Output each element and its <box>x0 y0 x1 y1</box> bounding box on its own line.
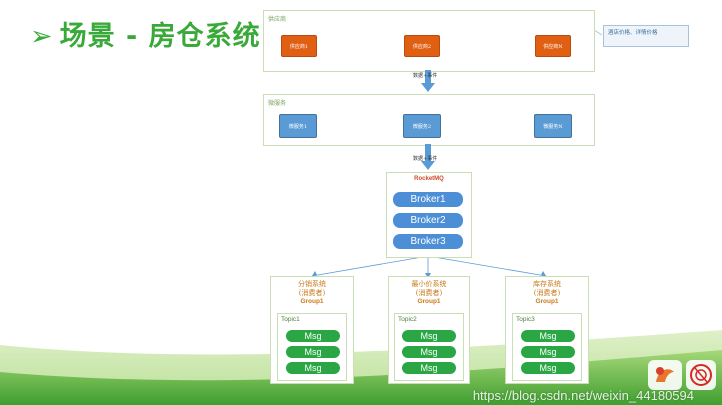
microservice-chip-n: 微服务N <box>534 114 572 138</box>
consumer-group: Group1 <box>535 298 559 305</box>
consumer-role: (消费者) <box>298 289 326 297</box>
broker-1: Broker1 <box>393 192 463 207</box>
consumer-inventory: 库存系统 (消费者) Group1 Topic3 Msg Msg Msg <box>505 276 589 384</box>
supplier-panel: 供应商 供应商1 供应商2 供应商N <box>263 10 595 72</box>
supplier-chip-n: 供应商N <box>535 35 571 57</box>
topic-box: Topic1 Msg Msg Msg <box>277 313 347 381</box>
microservice-chip-1: 微服务1 <box>279 114 317 138</box>
down-arrow-icon-2 <box>421 144 435 170</box>
consumer-name: 分销系统 <box>298 280 326 288</box>
msg-item: Msg <box>521 346 575 358</box>
flow-label-2: 数据+事件 <box>413 156 438 162</box>
down-arrow-icon <box>421 70 435 92</box>
rocketmq-title: RocketMQ <box>414 176 444 182</box>
topic-label: Topic3 <box>516 316 535 323</box>
supplier-panel-label: 供应商 <box>268 16 287 23</box>
msg-item: Msg <box>402 330 456 342</box>
triangle-marker-icon: ➢ <box>30 21 54 52</box>
flow-label-1: 数据+事件 <box>413 73 438 79</box>
supplier-chip-2: 供应商2 <box>404 35 440 57</box>
consumer-role: (消费者) <box>415 289 443 297</box>
rocketmq-panel: RocketMQ Broker1 Broker2 Broker3 <box>386 172 472 258</box>
consumer-group: Group1 <box>300 298 324 305</box>
consumer-role: (消费者) <box>533 289 561 297</box>
broker-2: Broker2 <box>393 213 463 228</box>
broker-3: Broker3 <box>393 234 463 249</box>
msg-item: Msg <box>286 330 340 342</box>
topic-box: Topic2 Msg Msg Msg <box>394 313 464 381</box>
msg-item: Msg <box>521 362 575 374</box>
page-title-text: 场景 - 房仓系统 <box>59 21 261 52</box>
microservice-panel: 微服务 微服务1 微服务2 微服务N <box>263 94 595 146</box>
microservice-panel-label: 微服务 <box>268 100 287 107</box>
msg-item: Msg <box>286 362 340 374</box>
microservice-chip-2: 微服务2 <box>403 114 441 138</box>
msg-item: Msg <box>402 346 456 358</box>
consumer-name: 库存系统 <box>533 280 561 288</box>
topic-label: Topic2 <box>398 316 417 323</box>
consumer-distribution: 分销系统 (消费者) Group1 Topic1 Msg Msg Msg <box>270 276 354 384</box>
consumer-group: Group1 <box>417 298 441 305</box>
consumer-name: 最小价系统 <box>411 280 447 288</box>
consumer-min-price: 最小价系统 (消费者) Group1 Topic2 Msg Msg Msg <box>388 276 470 384</box>
price-note: 酒店价格、详情价格 <box>603 25 689 47</box>
topic-box: Topic3 Msg Msg Msg <box>512 313 582 381</box>
logo-icon-right <box>686 360 716 390</box>
supplier-chip-1: 供应商1 <box>281 35 317 57</box>
watermark-url: https://blog.csdn.net/weixin_44180594 <box>472 388 694 403</box>
msg-item: Msg <box>402 362 456 374</box>
logo-icon-left <box>648 360 682 390</box>
msg-item: Msg <box>521 330 575 342</box>
msg-item: Msg <box>286 346 340 358</box>
page-title: ➢场景 - 房仓系统 <box>30 14 261 53</box>
topic-label: Topic1 <box>281 316 300 323</box>
